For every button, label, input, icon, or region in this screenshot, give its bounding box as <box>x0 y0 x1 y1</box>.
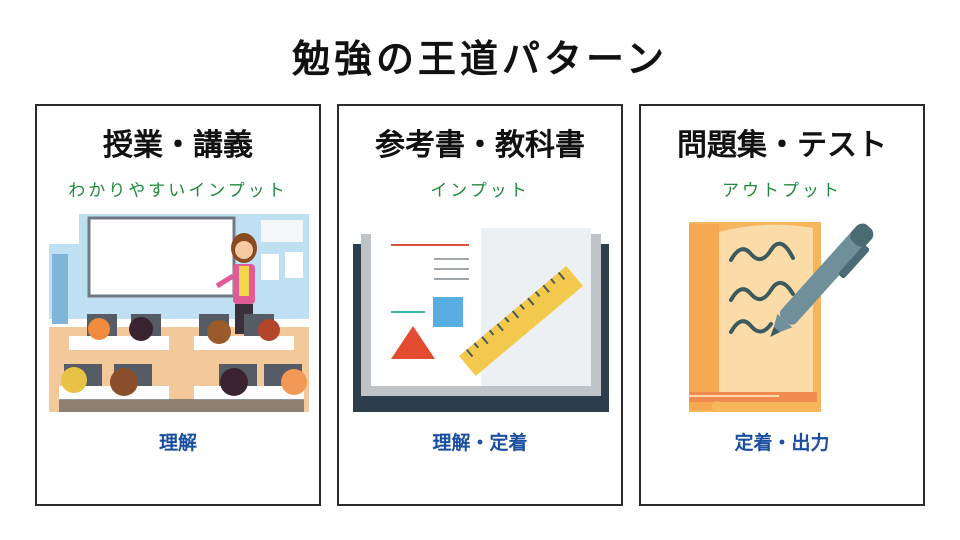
card-lecture: 授業・講義 わかりやすいインプット <box>35 104 321 506</box>
classroom-illustration-icon <box>49 214 309 412</box>
card-textbook: 参考書・教科書 インプット <box>337 104 623 506</box>
card-subtitle: インプット <box>430 181 530 201</box>
card-workbook: 問題集・テスト アウトプット 定着・出力 <box>639 104 925 506</box>
card-footer: 定着・出力 <box>734 432 830 454</box>
card-title: 参考書・教科書 <box>375 128 585 163</box>
notebook-pen-illustration-icon <box>653 214 913 412</box>
card-footer: 理解・定着 <box>432 432 528 454</box>
page-title: 勉強の王道パターン <box>291 37 669 81</box>
card-title: 授業・講義 <box>103 128 253 163</box>
card-subtitle: わかりやすいインプット <box>68 181 288 201</box>
card-subtitle: アウトプット <box>722 181 842 201</box>
open-textbook-illustration-icon <box>351 214 611 412</box>
card-footer: 理解 <box>158 432 197 454</box>
card-title: 問題集・テスト <box>677 128 887 163</box>
